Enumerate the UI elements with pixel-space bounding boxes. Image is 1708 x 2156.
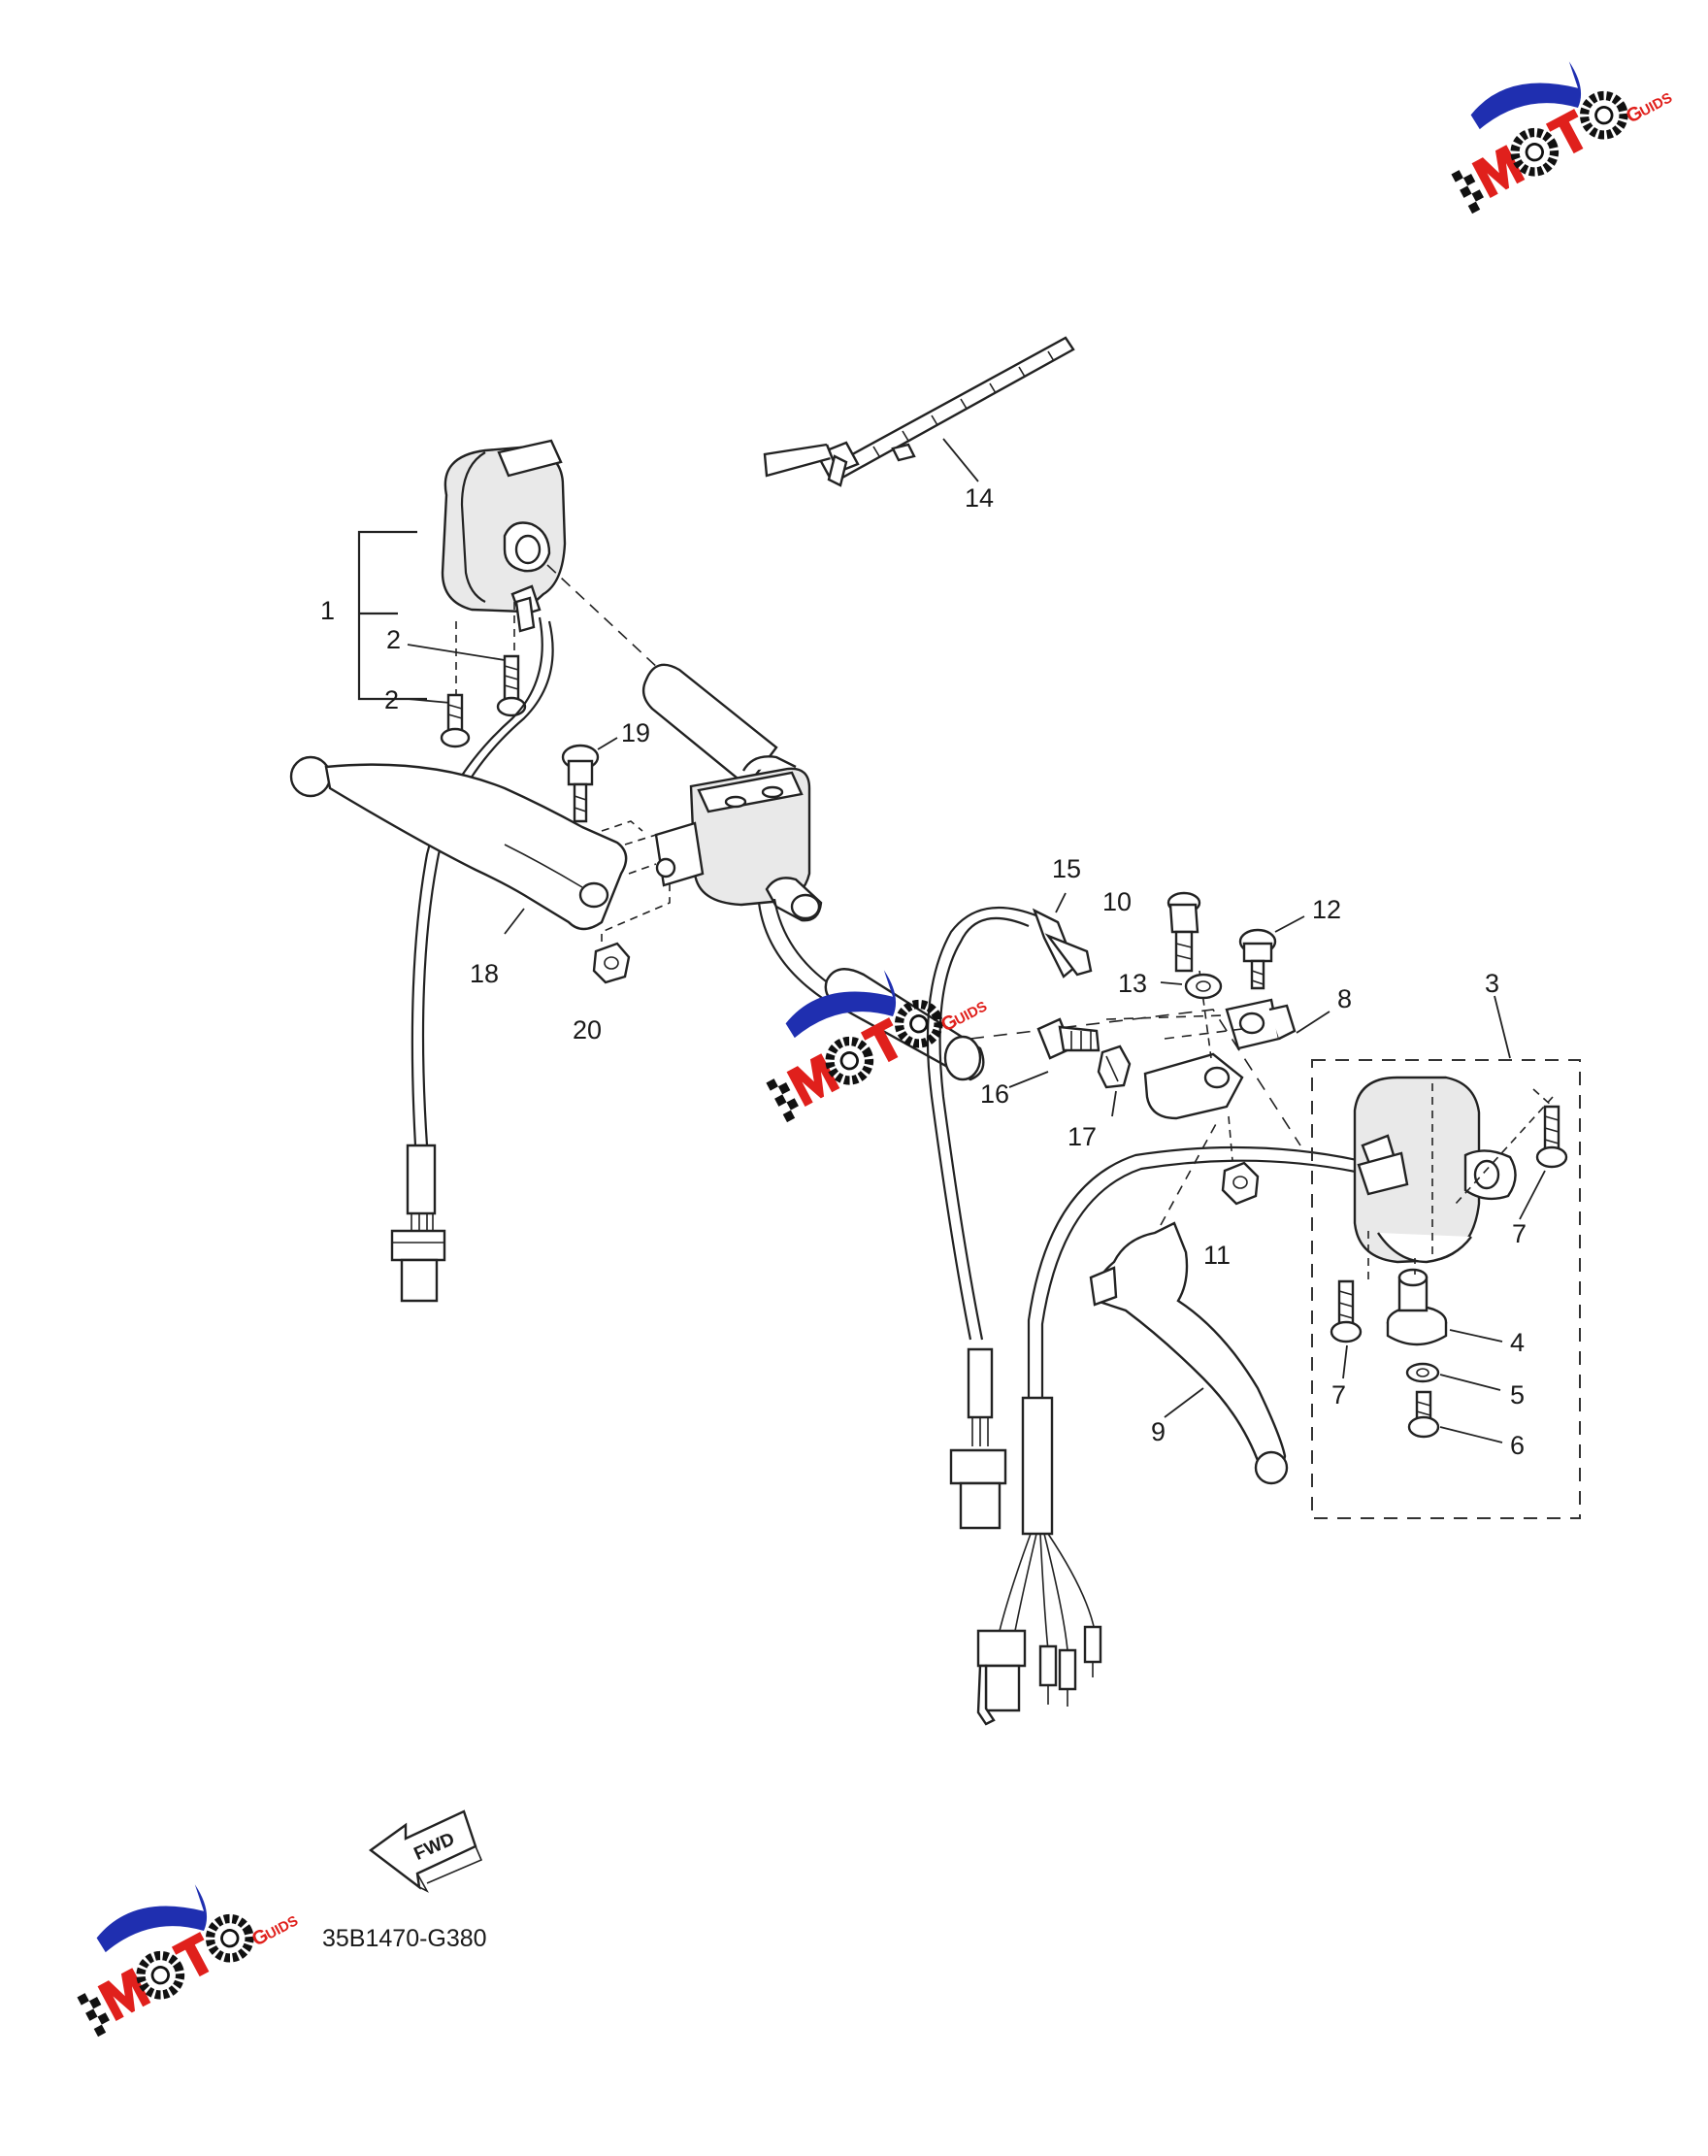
holder-dash-line bbox=[1105, 1014, 1243, 1040]
leader-9 bbox=[1164, 1387, 1204, 1418]
clutch-cable-15 bbox=[926, 906, 1039, 1341]
master-cylinder-dash-line bbox=[624, 834, 657, 875]
callout-4: 4 bbox=[1510, 1328, 1525, 1357]
right-harness-sleeve bbox=[1021, 1396, 1054, 1536]
callout-11: 11 bbox=[1203, 1241, 1231, 1270]
locknut-17 bbox=[1097, 1045, 1132, 1089]
leader-18 bbox=[504, 908, 525, 935]
callout-19: 19 bbox=[621, 718, 650, 747]
screw-7-right-dash bbox=[1455, 1088, 1554, 1205]
leader-12 bbox=[1274, 915, 1305, 933]
leader-17 bbox=[1111, 1090, 1117, 1117]
callout-20: 20 bbox=[573, 1015, 602, 1045]
callout-16: 16 bbox=[980, 1079, 1009, 1109]
callout-2b: 2 bbox=[384, 685, 399, 714]
right-switch-assembly-box bbox=[1311, 1059, 1581, 1519]
brake-hose-part bbox=[757, 902, 826, 1001]
switch-part-4 bbox=[1386, 1268, 1448, 1346]
leader-13 bbox=[1160, 981, 1183, 985]
clutch-harness-sleeve bbox=[967, 1347, 994, 1419]
callout-5: 5 bbox=[1510, 1380, 1525, 1410]
screw-7-right bbox=[1535, 1105, 1568, 1169]
moto-guids-logo-bottom-left bbox=[77, 1884, 302, 2037]
callout-3: 3 bbox=[1485, 969, 1499, 998]
nut-11-dash bbox=[1228, 1115, 1233, 1162]
clutch-lever-dash bbox=[1160, 1121, 1218, 1226]
leader-4 bbox=[1449, 1329, 1503, 1343]
washer-5 bbox=[1405, 1362, 1440, 1383]
pivot-bolt-19 bbox=[561, 744, 600, 823]
moto-guids-logo-top-right bbox=[1451, 61, 1676, 214]
callout-13: 13 bbox=[1118, 969, 1147, 998]
callout-6: 6 bbox=[1510, 1431, 1525, 1460]
leader-15 bbox=[1055, 892, 1067, 913]
screw-2-a bbox=[496, 654, 527, 717]
lever-holder-8 bbox=[1143, 998, 1297, 1120]
leader-7b bbox=[1342, 1344, 1348, 1379]
callout-9: 9 bbox=[1151, 1417, 1166, 1446]
washer-13 bbox=[1184, 973, 1223, 1000]
right-harness-connector bbox=[976, 1629, 1027, 1726]
left-harness-sleeve bbox=[406, 1144, 437, 1215]
brake-lever-18 bbox=[289, 755, 628, 931]
callout-15: 15 bbox=[1052, 854, 1081, 883]
right-switch-assembly-part bbox=[1353, 1076, 1517, 1264]
screw-2-b bbox=[440, 693, 471, 748]
bolt-10 bbox=[1166, 891, 1201, 973]
nut-11 bbox=[1221, 1161, 1260, 1206]
leader-6 bbox=[1439, 1426, 1503, 1443]
callout-18: 18 bbox=[470, 959, 499, 988]
callout-8: 8 bbox=[1337, 984, 1352, 1013]
leader-16 bbox=[1008, 1071, 1049, 1088]
leader-2b bbox=[407, 698, 451, 704]
clutch-lever-9 bbox=[1089, 1221, 1289, 1485]
leader-8 bbox=[1296, 1011, 1330, 1034]
leader-7a bbox=[1519, 1170, 1546, 1220]
left-connector bbox=[390, 1229, 446, 1303]
bullet-terminals bbox=[1038, 1625, 1102, 1707]
master-cylinder-part bbox=[654, 755, 823, 922]
callout-12: 12 bbox=[1312, 895, 1341, 924]
screw-7-left bbox=[1330, 1279, 1363, 1343]
nut-20-dash bbox=[601, 883, 671, 942]
callout-17: 17 bbox=[1068, 1122, 1097, 1151]
left-switch-bracket bbox=[357, 530, 427, 701]
clutch-connector bbox=[949, 1448, 1007, 1530]
callout-2a: 2 bbox=[386, 625, 401, 654]
callout-10: 10 bbox=[1102, 887, 1132, 916]
reference-code: 35B1470-G380 bbox=[322, 1925, 487, 1952]
left-switch-dash-line bbox=[455, 602, 515, 718]
screw-6 bbox=[1407, 1390, 1440, 1439]
leader-3 bbox=[1494, 995, 1511, 1059]
right-harness-wires bbox=[999, 1533, 1096, 1651]
nut-20 bbox=[592, 942, 631, 984]
adjuster-bolt-16 bbox=[1036, 1017, 1100, 1060]
callout-7b: 7 bbox=[1331, 1380, 1346, 1410]
callout-7a: 7 bbox=[1512, 1219, 1527, 1248]
clutch-switch-15 bbox=[1032, 908, 1093, 978]
leader-5 bbox=[1439, 1374, 1501, 1391]
callout-14: 14 bbox=[965, 483, 994, 513]
fwd-arrow-icon: FWD bbox=[368, 1809, 483, 1893]
leader-14 bbox=[942, 438, 979, 482]
screw-12 bbox=[1238, 928, 1277, 990]
leader-19 bbox=[597, 737, 618, 750]
right-switch-wire bbox=[1027, 1145, 1379, 1398]
callout-1: 1 bbox=[320, 596, 335, 625]
left-switch-assembly-part bbox=[441, 439, 567, 633]
cable-tie-part bbox=[763, 336, 1075, 487]
